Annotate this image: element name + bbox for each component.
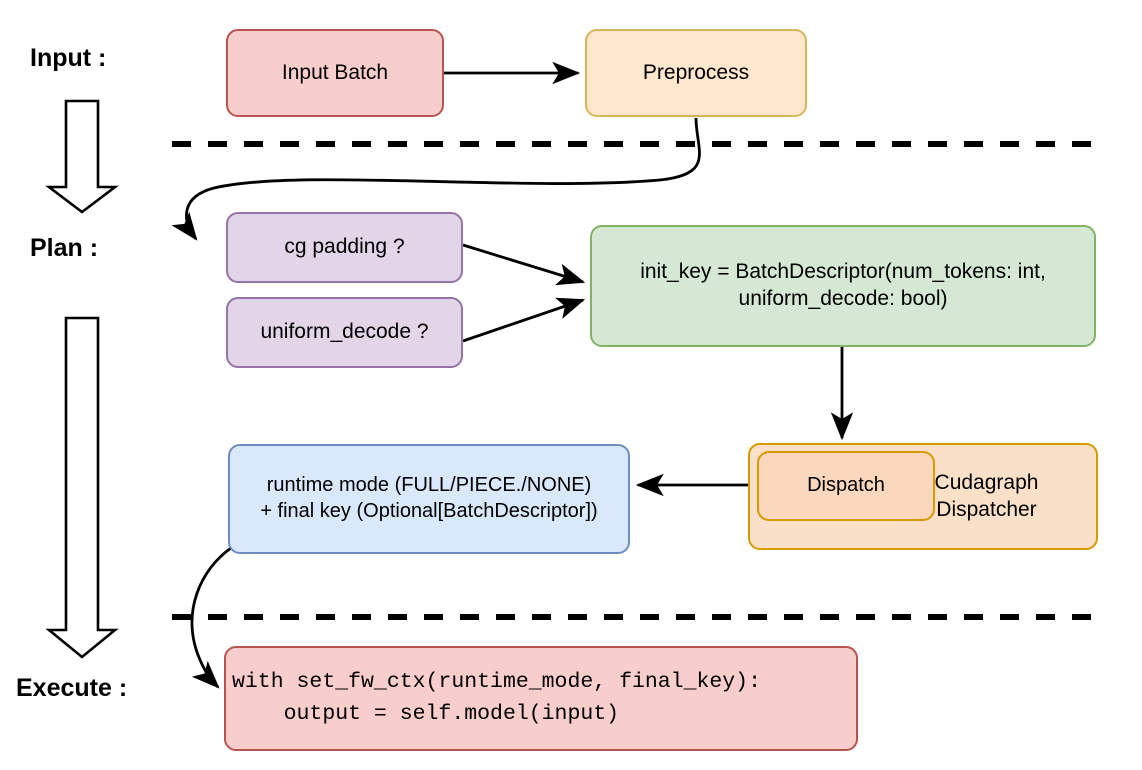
node-uniform-decode[interactable]: uniform_decode ? — [226, 297, 463, 368]
node-preprocess-label: Preprocess — [642, 60, 750, 84]
arrow-cg-padding-to-init-key — [462, 243, 586, 286]
node-runtime-mode-label: runtime mode (FULL/PIECE./NONE) + final … — [260, 474, 598, 522]
node-dispatch[interactable]: Dispatch — [757, 451, 935, 521]
node-input-batch[interactable]: Input Batch — [226, 29, 444, 117]
node-dispatch-label: Dispatch — [807, 474, 885, 497]
node-cg-padding[interactable]: cg padding ? — [226, 212, 463, 283]
node-execute-code[interactable]: with set_fw_ctx(runtime_mode, final_key)… — [224, 646, 858, 751]
node-cudagraph-dispatcher-label: Cudagraph Dispatcher — [934, 470, 1039, 521]
node-init-key-label: init_key = BatchDescriptor(num_tokens: i… — [640, 260, 1046, 310]
stage-arrow-plan-to-execute — [45, 316, 119, 659]
node-cg-padding-label: cg padding ? — [284, 235, 405, 259]
node-uniform-decode-label: uniform_decode ? — [260, 320, 429, 344]
stage-arrow-input-to-plan — [45, 99, 119, 214]
arrow-uniform-decode-to-init-key — [462, 297, 586, 343]
node-preprocess[interactable]: Preprocess — [585, 29, 807, 117]
node-execute-code-label: with set_fw_ctx(runtime_mode, final_key)… — [232, 670, 761, 726]
node-input-batch-label: Input Batch — [281, 60, 389, 84]
stage-label-plan: Plan : — [30, 234, 99, 262]
node-init-key[interactable]: init_key = BatchDescriptor(num_tokens: i… — [590, 225, 1096, 347]
stage-label-input: Input : — [30, 44, 107, 72]
node-runtime-mode[interactable]: runtime mode (FULL/PIECE./NONE) + final … — [228, 444, 630, 554]
stage-label-execute: Execute : — [16, 674, 128, 702]
